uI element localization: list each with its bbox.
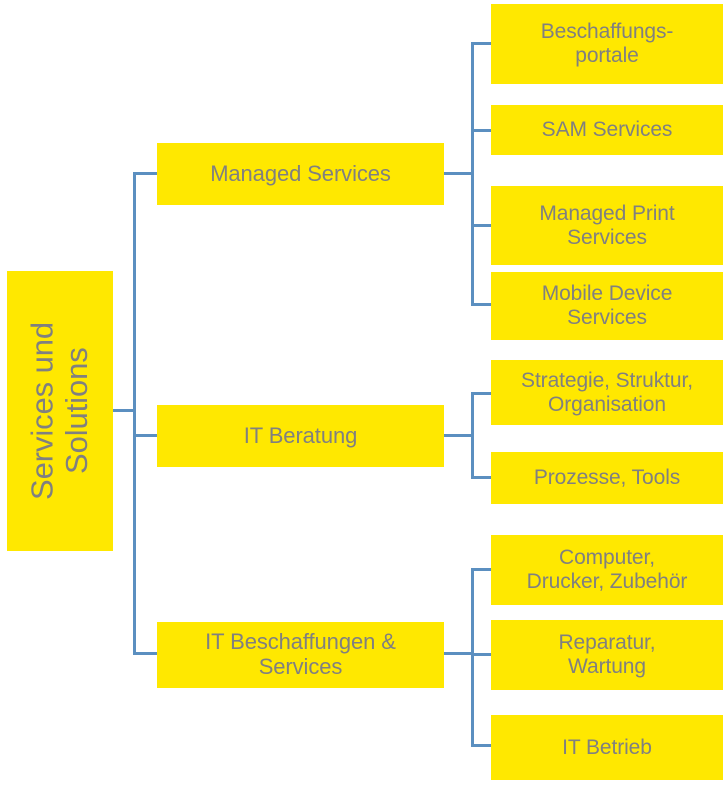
connector-branch-1-trunk [471,42,474,306]
connector-root-to-branch-2 [133,434,158,437]
leaf-node-reparatur-wartung[interactable]: Reparatur, Wartung [491,620,723,690]
leaf-node-it-betrieb[interactable]: IT Betrieb [491,715,723,780]
leaf-node-label: SAM Services [541,118,673,142]
connector-root-stub [113,409,136,412]
connector-branch-2-stub [444,434,473,437]
leaf-node-managed-print-services[interactable]: Managed Print Services [491,186,723,265]
leaf-node-label: IT Betrieb [562,735,652,759]
connector-branch-3-leaf-3 [471,744,493,747]
connector-branch-2-leaf-2 [471,476,493,479]
connector-branch-3-trunk [471,568,474,747]
leaf-node-beschaffungsportale[interactable]: Beschaffungs- portale [491,4,723,84]
connector-branch-3-leaf-1 [471,568,493,571]
connector-branch-3-leaf-2 [471,653,493,656]
branch-node-label: Managed Services [210,160,391,186]
leaf-node-label: Strategie, Struktur, Organisation [521,368,693,416]
connector-branch-1-stub [444,172,473,175]
branch-node-label: IT Beratung [243,422,358,448]
leaf-node-label: Beschaffungs- portale [540,20,674,67]
leaf-node-sam-services[interactable]: SAM Services [491,105,723,155]
leaf-node-label: Managed Print Services [539,201,675,249]
branch-node-managed-services[interactable]: Managed Services [157,143,444,205]
connector-branch-2-leaf-1 [471,392,493,395]
leaf-node-label: Computer, Drucker, Zubehör [526,546,688,593]
branch-node-it-beschaffungen-services[interactable]: IT Beschaffungen & Services [157,622,444,688]
root-node-label: Services und Solutions [24,322,94,501]
connector-branch-1-leaf-2 [471,129,493,132]
connector-branch-3-stub [444,652,473,655]
leaf-node-strategie-struktur-organisation[interactable]: Strategie, Struktur, Organisation [491,360,723,425]
connector-root-to-branch-1 [133,172,158,175]
connector-root-to-branch-3 [133,652,158,655]
leaf-node-prozesse-tools[interactable]: Prozesse, Tools [491,452,723,504]
branch-node-label: IT Beschaffungen & Services [205,629,396,679]
root-node-services-und-solutions[interactable]: Services und Solutions [7,271,113,551]
connector-branch-1-leaf-3 [471,224,493,227]
leaf-node-label: Prozesse, Tools [533,466,681,490]
connector-root-trunk [133,172,136,655]
leaf-node-label: Mobile Device Services [541,282,673,329]
leaf-node-mobile-device-services[interactable]: Mobile Device Services [491,272,723,340]
connector-branch-1-leaf-4 [471,303,493,306]
leaf-node-label: Reparatur, Wartung [558,631,656,678]
connector-branch-1-leaf-1 [471,42,493,45]
branch-node-it-beratung[interactable]: IT Beratung [157,405,444,467]
leaf-node-computer-drucker-zubehoer[interactable]: Computer, Drucker, Zubehör [491,535,723,605]
connector-branch-2-trunk [471,392,474,479]
